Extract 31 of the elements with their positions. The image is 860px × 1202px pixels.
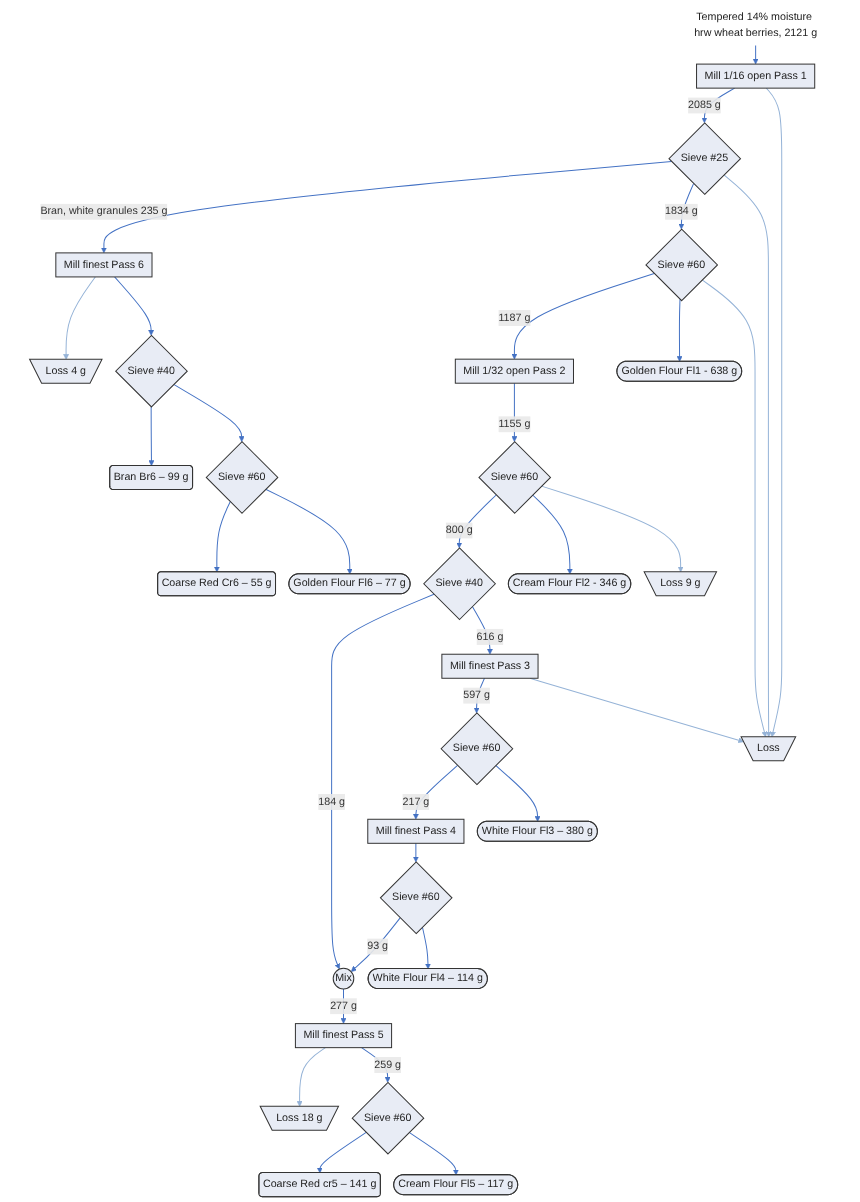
- arrow: [678, 183, 695, 230]
- arrow: [495, 764, 541, 822]
- arrow: [63, 276, 96, 360]
- arrow: [529, 677, 744, 744]
- arrow: [511, 382, 518, 442]
- arrow: [101, 161, 673, 254]
- arrow: [471, 605, 493, 655]
- arrow: [676, 298, 683, 362]
- arrow: [723, 174, 772, 738]
- arrow: [340, 988, 347, 1024]
- arrow: [456, 494, 497, 549]
- arrow: [752, 44, 759, 65]
- arrow: [114, 276, 155, 336]
- arrow: [316, 1131, 367, 1174]
- arrow: [213, 501, 231, 573]
- arrow: [532, 494, 573, 575]
- arrow: [701, 279, 768, 738]
- arrow: [350, 917, 401, 972]
- arrow: [511, 273, 655, 360]
- arrow: [265, 488, 353, 575]
- arrow: [421, 926, 431, 970]
- arrow: [331, 593, 435, 970]
- arrow: [701, 87, 736, 124]
- arrow: [148, 406, 155, 467]
- arrow: [541, 485, 684, 573]
- arrow: [412, 842, 419, 863]
- arrow: [296, 1047, 326, 1107]
- arrow: [173, 383, 245, 442]
- arrow: [408, 1131, 459, 1176]
- arrow: [765, 87, 783, 738]
- arrow: [412, 764, 458, 820]
